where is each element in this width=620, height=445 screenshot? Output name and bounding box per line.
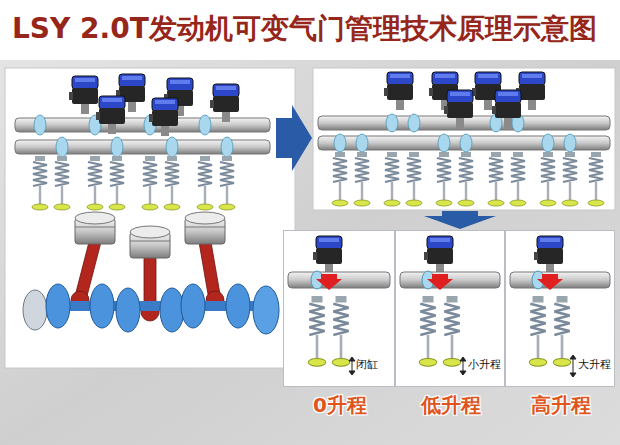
shift-arrow <box>427 274 453 290</box>
mode-caption: 0升程 <box>313 393 367 417</box>
cam-lobes <box>34 115 233 157</box>
background-band <box>0 60 620 445</box>
flow-arrow <box>276 105 312 171</box>
lift-dimension <box>349 357 355 375</box>
panel-fill <box>395 230 505 387</box>
engine-panel <box>5 68 295 368</box>
shift-arrow <box>316 274 342 290</box>
camshaft <box>15 118 270 132</box>
mode-caption: 低升程 <box>421 393 481 417</box>
lift-panel <box>283 230 395 387</box>
panel-fill <box>505 230 615 387</box>
flow-arrow <box>424 211 496 229</box>
panel-frame <box>313 68 615 210</box>
diagram-title: LSY 2.0T发动机可变气门管理技术原理示意图 <box>12 12 597 46</box>
lift-panel: 小升程低升程 <box>395 230 505 387</box>
lift-panel: 大升程高升程 <box>505 230 615 387</box>
mode-caption: 高升程 <box>531 393 591 417</box>
lift-label: 大升程 <box>578 358 611 371</box>
lift-label: 闭缸 <box>356 358 378 371</box>
crankshaft <box>23 284 279 334</box>
lift-panel <box>395 230 505 387</box>
panel-frame <box>5 68 295 368</box>
valvetrain-panel <box>313 68 615 210</box>
lift-panel <box>505 230 615 387</box>
panel-fill <box>283 230 395 387</box>
lift-dimension <box>460 357 466 375</box>
cam-lobes <box>334 114 576 152</box>
lift-dimension <box>570 355 576 377</box>
lift-label: 小升程 <box>468 358 501 371</box>
shift-arrow <box>537 274 563 290</box>
lift-panel: 闭缸0升程 <box>283 230 395 387</box>
